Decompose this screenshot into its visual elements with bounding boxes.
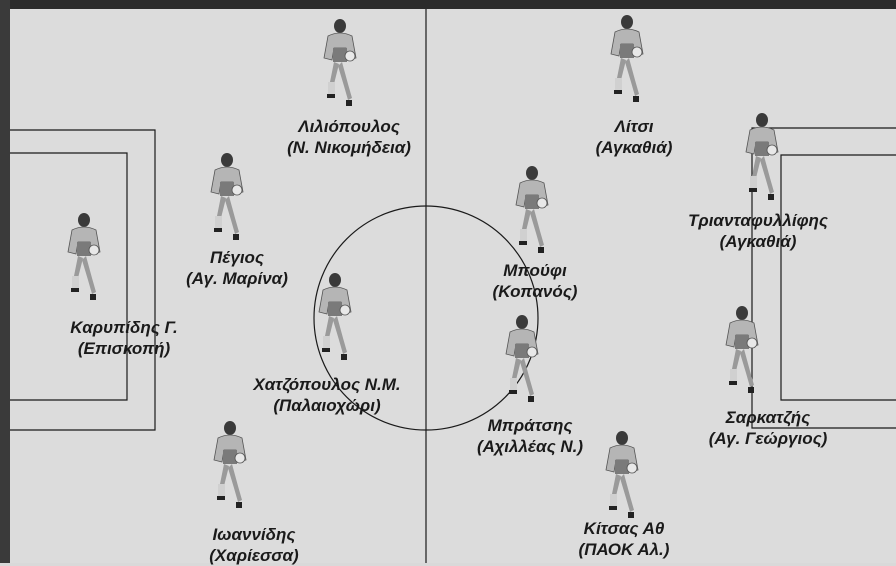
player-figure-icon	[318, 273, 352, 360]
player-label-9: Ιωαννίδης (Χαρίεσσα)	[209, 524, 298, 566]
left-border	[0, 0, 10, 563]
player-club: (Αγ. Μαρίνα)	[186, 269, 288, 288]
player-label-0: Λιλιόπουλος (Ν. Νικομήδεια)	[287, 116, 411, 158]
player-label-2: Πέγιος (Αγ. Μαρίνα)	[186, 247, 288, 289]
player-name: Μπούφι	[503, 261, 567, 280]
player-club: (Αγκαθιά)	[595, 138, 673, 157]
player-figure-icon	[213, 421, 247, 508]
player-label-8: Σαρκατζής (Αγ. Γεώργιος)	[709, 407, 828, 449]
player-figure-icon	[610, 15, 644, 102]
top-border	[0, 0, 896, 9]
player-club: (Επισκοπή)	[77, 339, 171, 358]
player-label-10: Κίτσας Αθ (ΠΑΟΚ Αλ.)	[579, 518, 670, 560]
player-label-5: Καρυπίδης Γ. (Επισκοπή)	[70, 317, 177, 359]
player-name: Σαρκατζής	[725, 408, 811, 427]
player-figure-icon	[210, 153, 244, 240]
right-goal-box	[780, 154, 896, 401]
player-club: (Ν. Νικομήδεια)	[287, 138, 411, 157]
player-figure-icon	[605, 431, 639, 518]
player-label-1: Λίτσι (Αγκαθιά)	[596, 116, 673, 158]
player-club: (Παλαιοχώρι)	[273, 396, 381, 415]
player-figure-icon	[515, 166, 549, 253]
player-club: (Χαρίεσσα)	[209, 546, 299, 565]
player-label-6: Χατζόπουλος Ν.Μ. (Παλαιοχώρι)	[253, 374, 400, 416]
left-goal-box	[10, 152, 128, 401]
player-club: (Αγκαθιά)	[719, 232, 797, 251]
player-name: Κίτσας Αθ	[583, 519, 665, 538]
player-name: Πέγιος	[210, 248, 264, 267]
player-name: Μπράτσης	[487, 416, 573, 435]
player-label-7: Μπράτσης (Αχιλλέας Ν.)	[477, 415, 583, 457]
player-figure-icon	[745, 113, 779, 200]
left-penalty-box	[10, 129, 156, 431]
player-name: Καρυπίδης Γ.	[70, 318, 178, 337]
player-club: (Κοπανός)	[492, 282, 578, 301]
player-club: (Αχιλλέας Ν.)	[476, 437, 584, 456]
player-label-3: Τριανταφυλλίφης (Αγκαθιά)	[688, 210, 828, 252]
player-club: (Αγ. Γεώργιος)	[708, 429, 828, 448]
player-figure-icon	[725, 306, 759, 393]
player-name: Τριανταφυλλίφης	[688, 211, 828, 230]
player-figure-icon	[323, 19, 357, 106]
center-circle	[313, 205, 539, 431]
player-figure-icon	[505, 315, 539, 402]
player-figure-icon	[67, 213, 101, 300]
player-name: Λίτσι	[614, 117, 654, 136]
player-name: Χατζόπουλος Ν.Μ.	[253, 375, 401, 394]
player-label-4: Μπούφι (Κοπανός)	[493, 260, 578, 302]
player-name: Λιλιόπουλος	[298, 117, 400, 136]
right-penalty-box	[751, 127, 896, 429]
player-name: Ιωαννίδης	[212, 525, 296, 544]
player-club: (ΠΑΟΚ Αλ.)	[578, 540, 670, 559]
